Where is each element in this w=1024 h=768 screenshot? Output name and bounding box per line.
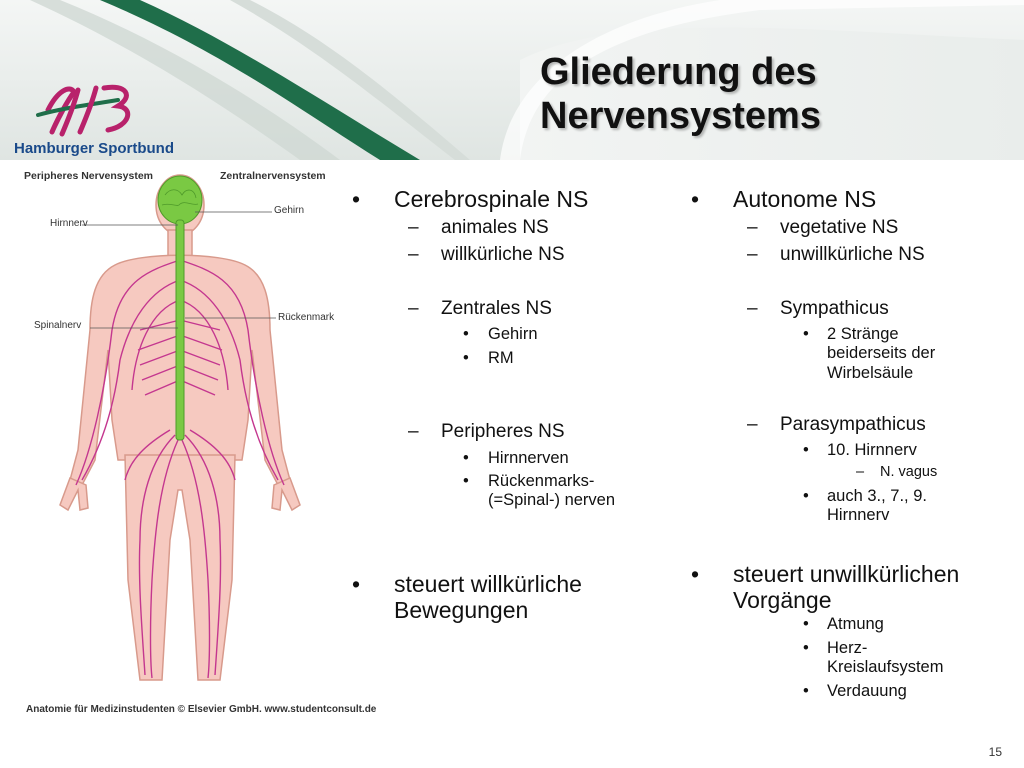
- bullet-dot: •: [803, 487, 809, 505]
- hsb-logo: [36, 84, 131, 137]
- title-line-1: Gliederung des: [540, 51, 817, 93]
- right-sub4-item2-line: Hirnnerv: [827, 506, 890, 524]
- right-sub3-line: beiderseits der: [827, 344, 936, 362]
- right-sub4-item1-sub: N. vagus: [880, 464, 938, 480]
- bullet-dot: •: [803, 639, 809, 657]
- bullet-dot: •: [463, 449, 469, 467]
- right-summary-line2: Vorgänge: [733, 587, 832, 613]
- bullet-dot: •: [463, 472, 469, 490]
- right-sub3-line: Wirbelsäule: [827, 364, 914, 382]
- left-sub3: Zentrales NS: [441, 298, 552, 319]
- left-sub4-item: Hirnnerven: [488, 449, 569, 467]
- left-sub1: animales NS: [441, 217, 549, 238]
- bullet-dot: •: [803, 325, 809, 343]
- nervous-system-figure: Peripheres Nervensystem Zentralnervensys…: [20, 160, 350, 720]
- bullet-dot: •: [463, 325, 469, 343]
- label-peripheral: Peripheres Nervensystem: [24, 170, 153, 182]
- right-sub3: Sympathicus: [780, 298, 889, 319]
- dash: –: [747, 217, 758, 238]
- bullet-dot: •: [803, 682, 809, 700]
- right-summary-line1: steuert unwillkürlichen: [733, 561, 960, 587]
- dash: –: [408, 217, 419, 238]
- figure-caption: Anatomie für Medizinstudenten © Elsevier…: [26, 704, 377, 715]
- label-gehirn: Gehirn: [274, 205, 305, 216]
- logo-text: Hamburger Sportbund: [14, 140, 174, 157]
- bullet-dot: •: [352, 186, 361, 212]
- left-sub4: Peripheres NS: [441, 421, 565, 442]
- right-summary-item: Atmung: [827, 615, 884, 633]
- dash: –: [408, 244, 419, 265]
- left-sub4-item: Rückenmarks-: [488, 472, 595, 490]
- dash: –: [747, 244, 758, 265]
- body-illustration: [59, 174, 301, 681]
- left-summary-line2: Bewegungen: [394, 597, 529, 623]
- page-title: Gliederung des Nervensystems: [540, 50, 1010, 138]
- title-line-2: Nervensystems: [540, 95, 821, 137]
- left-summary-line1: steuert willkürliche: [394, 571, 582, 597]
- left-heading: Cerebrospinale NS: [394, 186, 589, 212]
- bullet-dot: •: [691, 186, 700, 212]
- dash: –: [856, 464, 865, 480]
- label-spinalnerv: Spinalnerv: [34, 320, 82, 331]
- left-sub4-item-cont: (=Spinal-) nerven: [488, 491, 616, 509]
- bullet-dot: •: [803, 615, 809, 633]
- bullet-dot: •: [803, 441, 809, 459]
- right-heading: Autonome NS: [733, 186, 877, 212]
- right-sub4-item1: 10. Hirnnerv: [827, 441, 917, 459]
- bullet-dot: •: [463, 349, 469, 367]
- bullet-dot: •: [691, 561, 700, 587]
- right-summary-item: Verdauung: [827, 682, 907, 700]
- right-sub1: vegetative NS: [780, 217, 899, 238]
- dash: –: [747, 414, 758, 435]
- right-sub3-line: 2 Stränge: [827, 325, 899, 343]
- header-background: [0, 0, 1024, 160]
- page-number: 15: [988, 745, 1002, 759]
- bullet-dot: •: [352, 571, 361, 597]
- right-summary-item: Herz-: [827, 639, 868, 657]
- right-sub4-item2-line: auch 3., 7., 9.: [827, 487, 927, 505]
- label-central: Zentralnervensystem: [220, 170, 326, 182]
- right-sub2: unwillkürliche NS: [780, 244, 925, 265]
- left-sub3-item: RM: [488, 349, 514, 367]
- right-summary-item-cont: Kreislaufsystem: [827, 658, 944, 676]
- dash: –: [747, 298, 758, 319]
- right-sub4: Parasympathicus: [780, 414, 926, 435]
- dash: –: [408, 421, 419, 442]
- dash: –: [408, 298, 419, 319]
- left-sub2: willkürliche NS: [441, 244, 565, 265]
- label-rueckenmark: Rückenmark: [278, 312, 335, 323]
- left-sub3-item: Gehirn: [488, 325, 538, 343]
- label-hirnnerv: Hirnnerv: [50, 218, 88, 229]
